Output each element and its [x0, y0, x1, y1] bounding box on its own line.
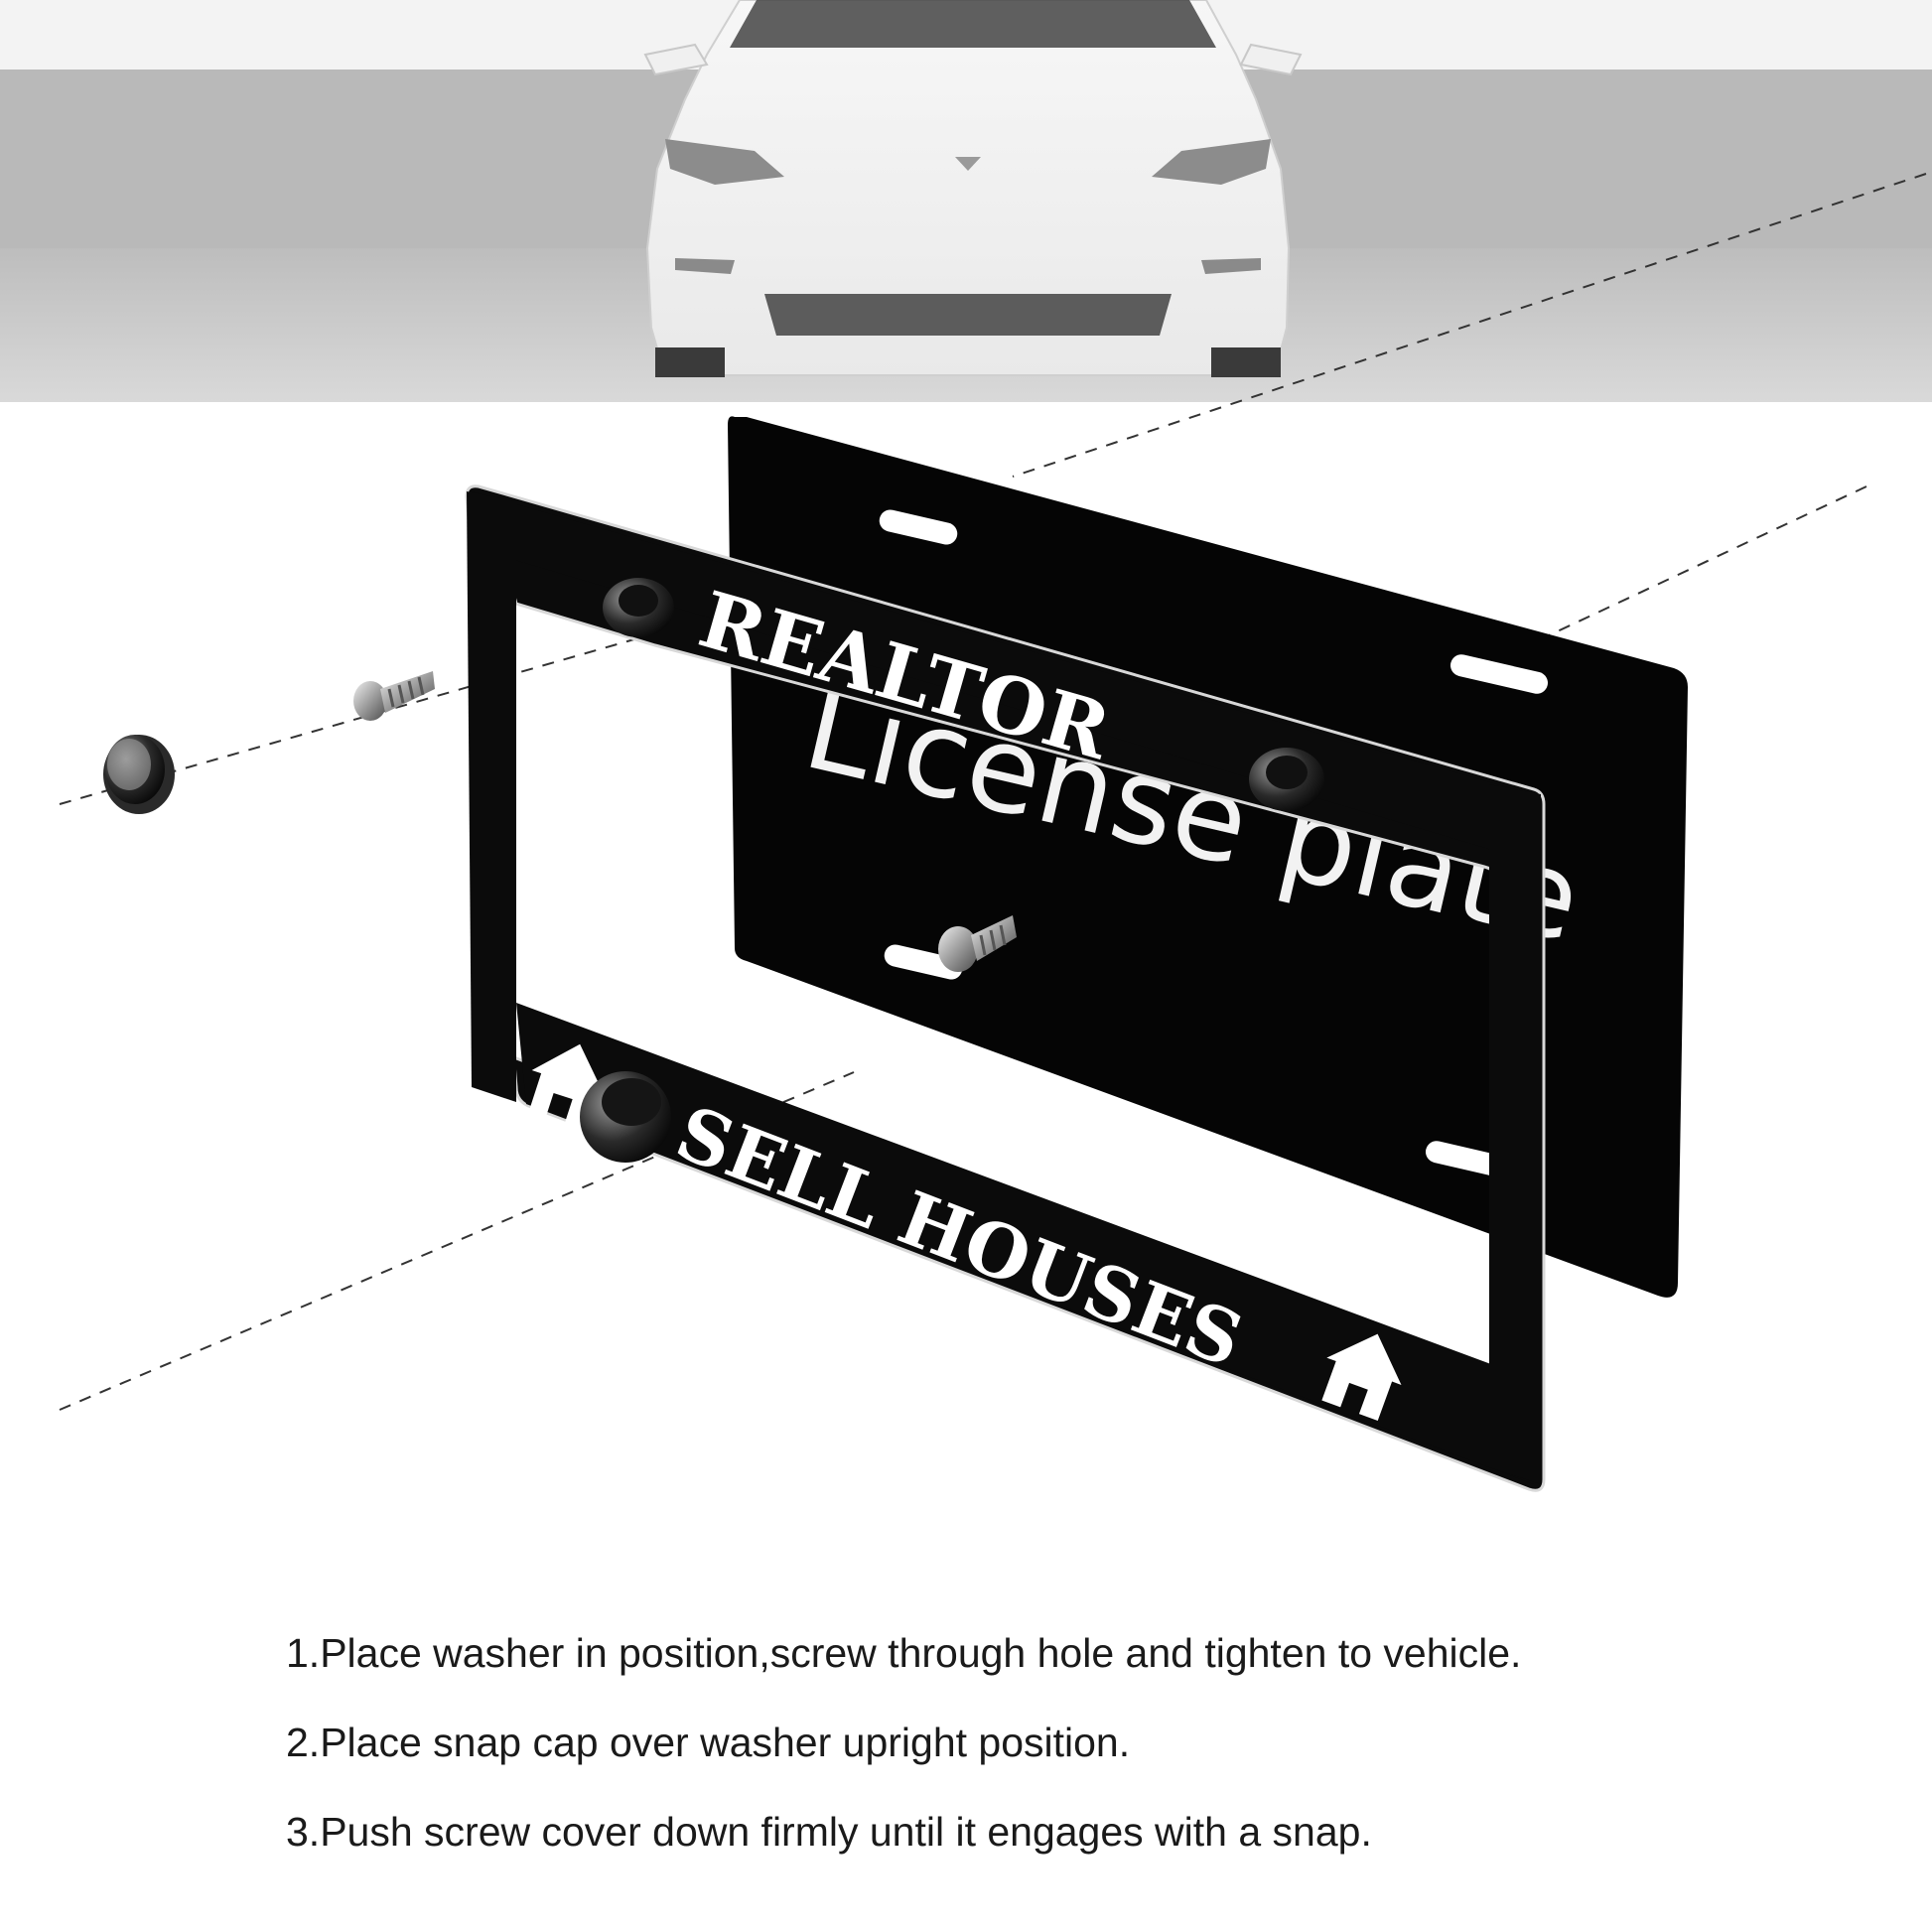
instruction-step-3: 3.Push screw cover down firmly until it …: [286, 1809, 1372, 1855]
instructions-list: 1.Place washer in position,screw through…: [286, 1628, 1775, 1896]
house-icon: [1321, 1333, 1402, 1421]
screw-icon: [353, 671, 435, 721]
snap-cap: [580, 1071, 671, 1163]
screw-icon: [938, 915, 1017, 972]
car-photo: [0, 0, 1932, 402]
screw-cover-icon: [103, 735, 175, 814]
snap-cap: [603, 578, 674, 637]
snap-cap: [1249, 748, 1324, 811]
instruction-step-1: 1.Place washer in position,screw through…: [286, 1630, 1522, 1676]
instruction-step-2: 2.Place snap cap over washer upright pos…: [286, 1720, 1131, 1765]
